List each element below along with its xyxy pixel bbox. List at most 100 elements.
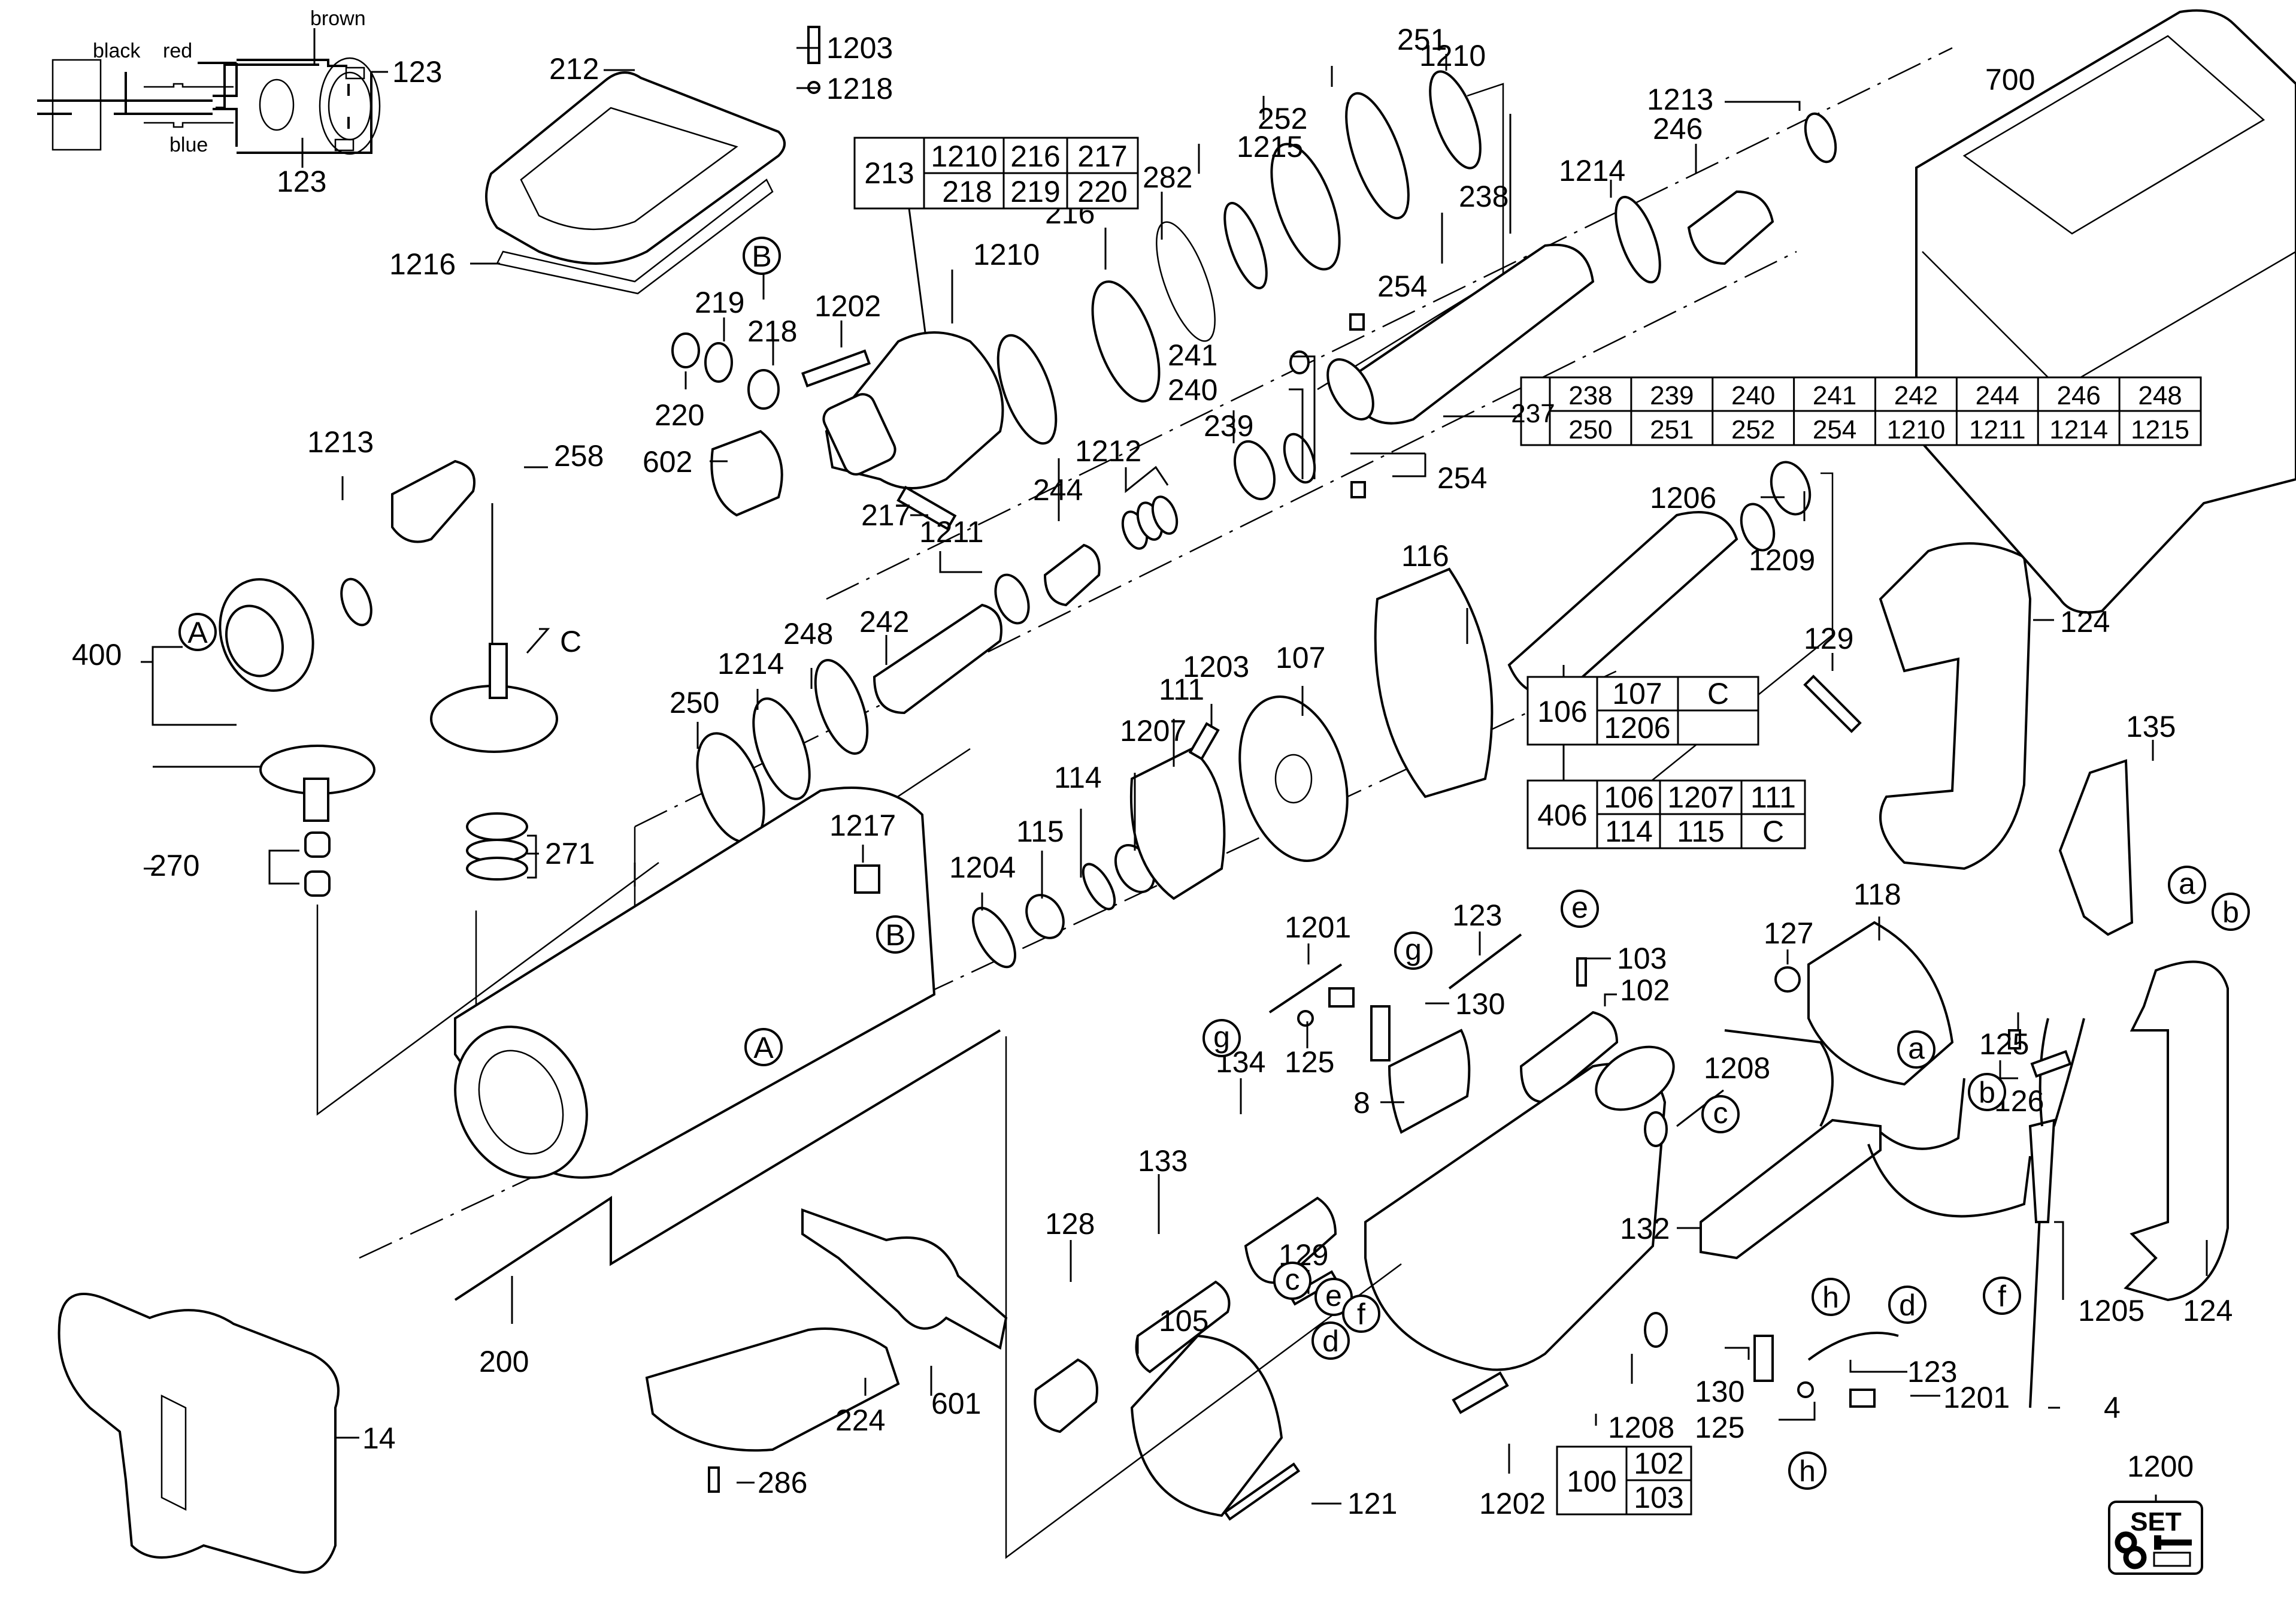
ring-252 — [1270, 143, 1341, 271]
kit-cell: 1215 — [2131, 415, 2189, 444]
kit-cell: 1214 — [2049, 415, 2108, 444]
callout-1209: 1209 — [1749, 543, 1815, 577]
marker-h: h — [1812, 1278, 1850, 1316]
stator-outline — [319, 57, 381, 155]
callout-254: 254 — [1377, 270, 1427, 303]
svg-text:e: e — [1325, 1279, 1342, 1312]
svg-text:h: h — [1799, 1454, 1816, 1488]
screw-icon — [2156, 1540, 2192, 1546]
switch-wire — [1867, 1144, 2031, 1218]
callout-1205: 1205 — [2078, 1294, 2144, 1327]
callout-271: 271 — [545, 837, 595, 870]
commutator — [259, 78, 295, 131]
callout-252: 252 — [1258, 102, 1307, 135]
bearing-271 — [466, 857, 528, 881]
svg-text:h: h — [1822, 1281, 1839, 1314]
marker-a: a — [1897, 1030, 1935, 1069]
callout-254: 254 — [1437, 461, 1487, 495]
svg-text:A: A — [187, 616, 208, 649]
callout-1217: 1217 — [829, 809, 896, 842]
housing-front — [454, 1026, 588, 1179]
screw-head-icon — [2154, 1535, 2161, 1550]
callout-1204: 1204 — [949, 851, 1016, 884]
kit-number: 106 — [1537, 695, 1587, 728]
svg-text:B: B — [885, 918, 905, 952]
marker-g: g — [1202, 1019, 1241, 1057]
kit-cell: 250 — [1568, 415, 1612, 444]
kit-cell: 1211 — [1969, 415, 2026, 444]
dash-connector — [316, 861, 659, 1116]
callout-250: 250 — [670, 686, 719, 719]
clamp-126 — [2030, 1050, 2072, 1078]
striker-246 — [1687, 190, 1774, 265]
kit-number: 237 — [1511, 399, 1555, 428]
callout-116: 116 — [1401, 539, 1449, 573]
kit-cell: 251 — [1650, 415, 1694, 444]
callout-1202: 1202 — [1479, 1487, 1546, 1520]
kit-cell: 239 — [1650, 381, 1694, 410]
callout-102: 102 — [1620, 973, 1670, 1007]
wiring-part-label: 123 — [277, 165, 326, 198]
screw-1203 — [807, 26, 820, 64]
spring-219 — [704, 342, 733, 383]
ring-1208 — [1644, 1312, 1668, 1348]
svg-text:a: a — [1908, 1032, 1925, 1065]
wire-blue — [213, 108, 238, 147]
barrel-end — [1326, 358, 1374, 421]
bearing-271 — [466, 812, 528, 841]
screw-103 — [1576, 957, 1587, 987]
callout-241: 241 — [1168, 338, 1217, 372]
o-ring-1210 — [996, 334, 1058, 445]
wire-brown — [237, 59, 347, 67]
wire-123b — [1807, 1332, 1899, 1361]
callout-14: 14 — [362, 1422, 396, 1455]
callout-238: 238 — [1459, 180, 1509, 213]
cord-wire — [2053, 1018, 2085, 1127]
brush-1201b — [1849, 1389, 1876, 1408]
circle-markers: B A A B a b g g e c a b h d f h c e f d — [178, 237, 2250, 1490]
switch-wire — [1879, 1078, 1965, 1150]
brush — [334, 138, 355, 152]
marker-f: f — [1983, 1277, 2021, 1315]
o-ring-1215 — [1223, 202, 1268, 289]
bearing-1206 — [1740, 503, 1776, 552]
bearing-1209 — [1770, 461, 1812, 516]
ring-1208 — [1644, 1111, 1668, 1147]
callout-1203: 1203 — [826, 31, 893, 65]
wire-label-red: red — [163, 40, 192, 62]
callout-123: 123 — [1907, 1355, 1957, 1389]
callout-105: 105 — [1159, 1304, 1208, 1338]
callout-1201: 1201 — [1943, 1381, 2010, 1414]
callout-240: 240 — [1168, 373, 1217, 407]
bolt-1202 — [801, 349, 871, 388]
callout-1200: 1200 — [2127, 1450, 2194, 1483]
kit-number: 406 — [1537, 799, 1587, 832]
ring-115 — [1025, 894, 1065, 939]
callout-601: 601 — [931, 1387, 981, 1420]
kit-table-106: 106 107 C 1206 — [1526, 665, 1759, 781]
cover-224 — [645, 1327, 900, 1452]
pin-254 — [1349, 313, 1365, 331]
svg-text:f: f — [1357, 1298, 1365, 1331]
set-badge-label: SET — [2130, 1507, 2182, 1537]
screw-286 — [708, 1466, 720, 1493]
callout-115: 115 — [1016, 815, 1064, 848]
callout-111: 111 — [1159, 673, 1204, 706]
svg-text:a: a — [2179, 867, 2195, 900]
callout-1210: 1210 — [973, 238, 1040, 271]
group-bracket — [1317, 83, 1504, 391]
svg-text:106: 106 — [1604, 781, 1653, 814]
callout-282: 282 — [1143, 161, 1192, 194]
callout-239: 239 — [1204, 409, 1253, 443]
kit-cell: 252 — [1731, 415, 1775, 444]
kit-cell: 240 — [1731, 381, 1775, 410]
svg-text:220: 220 — [1077, 175, 1127, 208]
marker-g: g — [1394, 931, 1432, 970]
callout-127: 127 — [1764, 917, 1813, 950]
label-8 — [1388, 1029, 1471, 1134]
wire-123 — [1448, 933, 1522, 990]
callout-125: 125 — [1979, 1027, 2029, 1061]
callout-246: 246 — [1653, 112, 1703, 146]
kit-table-100: 100 102 103 — [1556, 1445, 1692, 1516]
